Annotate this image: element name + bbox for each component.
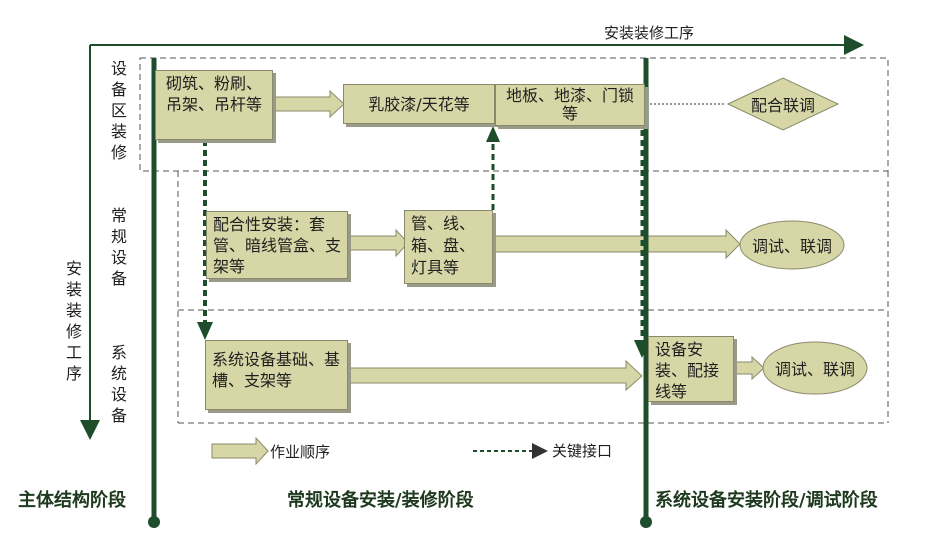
coordination-diamond bbox=[726, 77, 840, 131]
box-masonry: 砌筑、粉刷、吊架、吊杆等 bbox=[155, 70, 273, 140]
box-pipes: 管、线、箱、盘、灯具等 bbox=[404, 210, 493, 284]
region-decoration bbox=[139, 57, 889, 172]
box-latex: 乳胶漆/天花等 bbox=[343, 84, 495, 124]
legend-flow-arrow bbox=[211, 436, 269, 466]
flow-arrow-pipes-debug bbox=[492, 228, 741, 260]
box-supporting-install: 配合性安装：套管、暗线管盒、支架等 bbox=[206, 211, 348, 279]
row-label-regular: 常规设备 bbox=[110, 206, 127, 288]
phase-regular-install: 常规设备安装/装修阶段 bbox=[287, 490, 474, 511]
key-interface-head-down bbox=[197, 322, 213, 340]
terminal-debug1: 调试、联调 bbox=[751, 237, 832, 256]
flow-arrow-equip-debug bbox=[733, 355, 765, 381]
phase-system-install: 系统设备安装阶段/调试阶段 bbox=[655, 490, 878, 511]
flow-arrow-masonry-latex bbox=[271, 89, 345, 119]
phase-main-structure: 主体结构阶段 bbox=[18, 490, 126, 511]
terminal-debug2: 调试、联调 bbox=[774, 360, 855, 379]
left-axis-label: 安装装修工序 bbox=[65, 259, 82, 383]
flow-arrow-sys-equip bbox=[347, 359, 643, 392]
flow-arrow-supporting-pipes bbox=[347, 228, 409, 258]
main-structure-dot bbox=[148, 516, 160, 528]
row-label-decoration: 设备区装修 bbox=[110, 59, 127, 162]
box-equip-install: 设备安装、配接线等 bbox=[648, 336, 734, 402]
debug1-ellipse bbox=[739, 220, 845, 270]
legend-key-interface: 关键接口 bbox=[552, 442, 613, 460]
row-label-system: 系统设备 bbox=[110, 343, 127, 425]
box-sys-foundation: 系统设备基础、基槽、支架等 bbox=[205, 340, 348, 410]
top-axis-label: 安装装修工序 bbox=[604, 24, 695, 42]
system-install-dot bbox=[640, 516, 652, 528]
debug2-ellipse bbox=[762, 341, 868, 395]
key-interface-head-up bbox=[486, 126, 500, 142]
terminal-coordination: 配合联调 bbox=[750, 96, 815, 115]
box-floor: 地板、地漆、门锁等 bbox=[495, 84, 645, 126]
legend-work-sequence: 作业顺序 bbox=[270, 443, 331, 461]
